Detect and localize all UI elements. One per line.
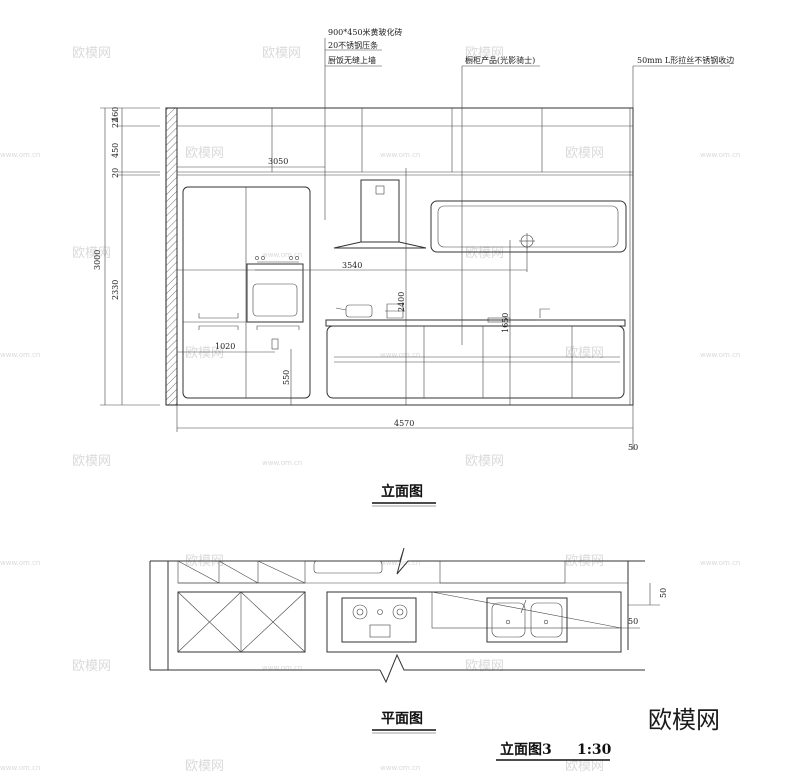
dim-550: 550 [282, 370, 291, 385]
dim-450: 450 [111, 143, 120, 158]
dim-2330: 2330 [111, 280, 120, 300]
dim-50-bottom: 50 [628, 443, 638, 452]
plan-tall-cabinet [177, 591, 306, 653]
sheet-scale: 1:30 [577, 742, 612, 758]
wall-section-hatch [165, 107, 178, 406]
plan-title: 平面图 [381, 711, 423, 727]
cooktop-pot [345, 304, 373, 318]
watermark-domain: www.om.cn [700, 151, 740, 159]
watermark-logo: 欧模网 [648, 706, 720, 734]
plan-view: 50 50 平面图 [149, 547, 668, 734]
watermark-brand: 欧模网 [185, 146, 224, 161]
watermark-brand: 欧模网 [72, 454, 111, 469]
plan-range-hood [313, 560, 383, 574]
watermark-brand: 欧模网 [465, 454, 504, 469]
watermark-brand: 欧模网 [565, 346, 604, 361]
watermark-brand: 欧模网 [185, 759, 224, 774]
plan-base-counter [326, 591, 622, 653]
dim-4570: 4570 [394, 419, 414, 428]
watermark-brand: 欧模网 [72, 246, 111, 261]
dim-2400: 2400 [397, 292, 406, 312]
watermark-domain: www.om.cn [262, 664, 302, 672]
range-hood-chimney [360, 179, 400, 243]
dim-50-plan-a: 50 [659, 588, 668, 598]
annotation-trim-strip: 20不锈钢压条 [328, 40, 378, 50]
watermark-domain: www.om.cn [0, 764, 40, 772]
watermark-domain: www.om.cn [700, 559, 740, 567]
base-cabinet [326, 325, 625, 399]
watermark-brand: 欧模网 [565, 146, 604, 161]
watermark-brand: 欧模网 [465, 659, 504, 674]
range-hood-canopy [333, 241, 427, 249]
dim-22: 22 [111, 118, 120, 128]
annotation-tile-spec: 900*450米黄玻化砖 [328, 27, 403, 37]
dim-1650: 1650 [501, 313, 510, 333]
watermark-domain: www.om.cn [700, 351, 740, 359]
watermark-brand: 欧模网 [465, 46, 504, 61]
countertop [325, 319, 626, 327]
sink-faucet [536, 308, 560, 321]
watermark-domain: www.om.cn [262, 251, 302, 259]
plan-cooktop [341, 597, 417, 643]
annotation-seamless-wall: 厨饭无缝上墙 [328, 55, 376, 65]
watermark-domain: www.om.cn [0, 559, 40, 567]
oven [246, 263, 304, 323]
watermark-domain: www.om.cn [0, 151, 40, 159]
watermark-domain: www.om.cn [262, 459, 302, 467]
watermark-brand: 欧模网 [262, 46, 301, 61]
annotation-edge-trim: 50mm L形拉丝不锈钢收边 [637, 55, 734, 65]
dim-20: 20 [111, 168, 120, 178]
dim-3540: 3540 [342, 261, 362, 270]
annotation-cabinet-product: 橱柜产品(光影骑士) [465, 55, 535, 65]
watermark-brand: 欧模网 [72, 659, 111, 674]
dim-3050: 3050 [268, 157, 288, 166]
watermark-brand: 欧模网 [185, 346, 224, 361]
watermark-domain: www.om.cn [380, 351, 420, 359]
watermark-brand: 欧模网 [565, 759, 604, 774]
watermark-domain: www.om.cn [380, 764, 420, 772]
watermark-domain: www.om.cn [0, 351, 40, 359]
wall-cabinet [430, 200, 627, 253]
dim-3000: 3000 [93, 250, 102, 270]
sheet-title: 立面图3 [500, 741, 552, 758]
dim-50-plan-b: 50 [628, 617, 638, 626]
watermark-brand: 欧模网 [72, 46, 111, 61]
watermark-brand: 欧模网 [465, 246, 504, 261]
elevation-view: 900*450米黄玻化砖 20不锈钢压条 厨饭无缝上墙 橱柜产品(光影骑士) 5… [93, 27, 734, 507]
dim-460: 460 [111, 107, 120, 122]
dim-1020: 1020 [215, 342, 235, 351]
watermark-domain: www.om.cn [380, 151, 420, 159]
elevation-title: 立面图 [381, 483, 423, 500]
tall-cabinet [182, 186, 311, 399]
elevation-outline [176, 107, 634, 406]
plan-sink [486, 597, 568, 643]
